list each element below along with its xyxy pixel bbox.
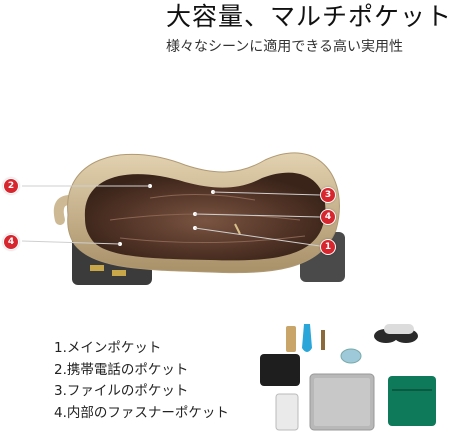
lipstick: [321, 330, 325, 350]
page-title: 大容量、マルチポケット: [166, 2, 450, 31]
callout-1: 1: [321, 240, 335, 254]
blue-bottle: [302, 324, 312, 352]
page-description: 様々なシーンに適用できる高い実用性: [166, 39, 404, 55]
callout-2: 2: [4, 179, 18, 193]
phone: [275, 393, 299, 431]
bag-interior-illustration: [21, 152, 345, 285]
green-wallet: [388, 376, 436, 426]
legend-item-4: 4.内部のファスナーポケット: [54, 404, 229, 421]
bag-contents-illustration: [260, 324, 436, 431]
callout-4-right: 4: [321, 210, 335, 224]
callout-4-left: 4: [4, 235, 18, 249]
compact-mirror: [340, 348, 362, 364]
legend-item-3: 3.ファイルのポケット: [54, 383, 189, 399]
legend-item-2: 2.携帯電話のポケット: [54, 361, 189, 378]
pocket-legend: 1.メインポケット 2.携帯電話のポケット 3.ファイルのポケット 4.内部のフ…: [54, 338, 229, 424]
perfume-bottle: [286, 326, 296, 352]
legend-item-1: 1.メインポケット: [54, 340, 162, 356]
callout-3: 3: [321, 188, 335, 202]
black-purse: [260, 354, 300, 386]
